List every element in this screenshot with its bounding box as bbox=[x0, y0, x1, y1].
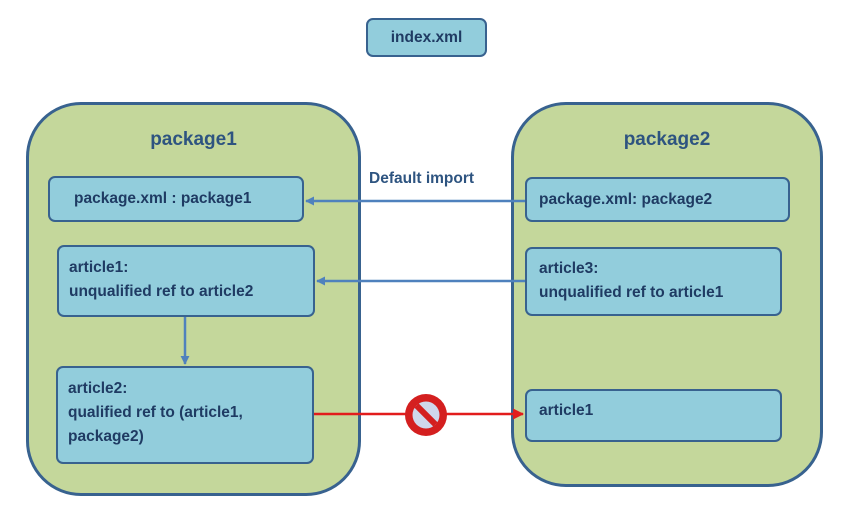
article1-box: article1: unqualified ref to article2 bbox=[57, 245, 315, 317]
article2-label: article2: qualified ref to (article1, pa… bbox=[68, 380, 243, 445]
package2-title: package2 bbox=[623, 129, 711, 150]
default-import-label: Default import bbox=[369, 170, 475, 187]
prohibited-icon bbox=[405, 394, 447, 436]
package1-package-xml-label: package.xml : package1 bbox=[74, 190, 252, 207]
index-xml-box: index.xml bbox=[366, 18, 487, 57]
article3-box: article3: unqualified ref to article1 bbox=[525, 247, 782, 316]
package1-package-xml-box: package.xml : package1 bbox=[48, 176, 304, 222]
article1-label: article1: unqualified ref to article2 bbox=[69, 259, 254, 300]
package2-package-xml-box: package.xml: package2 bbox=[525, 177, 790, 222]
package1-title: package1 bbox=[150, 129, 237, 150]
package2-article1-box: article1 bbox=[525, 389, 782, 442]
article2-box: article2: qualified ref to (article1, pa… bbox=[56, 366, 314, 464]
article3-label: article3: unqualified ref to article1 bbox=[539, 260, 724, 301]
package2-package-xml-label: package.xml: package2 bbox=[539, 190, 713, 208]
package2-article1-label: article1 bbox=[539, 402, 594, 419]
index-xml-label: index.xml bbox=[390, 28, 463, 46]
